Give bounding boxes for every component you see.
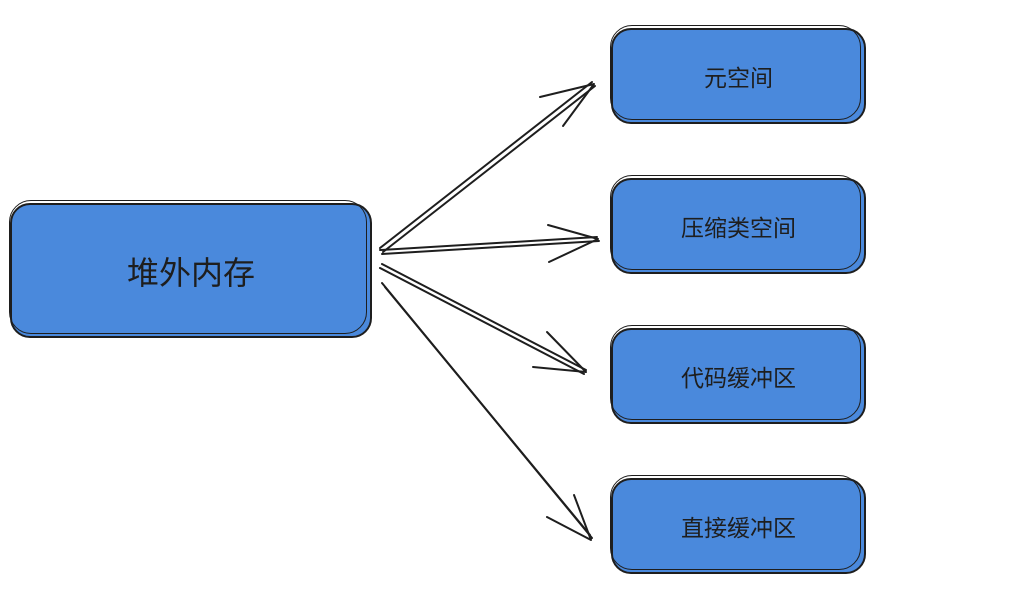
edge-root-to-direct-buffer (381, 282, 593, 541)
node-compressed-class-space[interactable]: 压缩类空间 (610, 175, 866, 274)
node-off-heap-memory[interactable]: 堆外内存 (9, 200, 372, 338)
node-direct-buffer[interactable]: 直接缓冲区 (610, 475, 866, 574)
edge-root-to-code-cache (379, 263, 587, 375)
node-compressed-class-space-label: 压缩类空间 (681, 216, 796, 242)
node-code-cache[interactable]: 代码缓冲区 (610, 325, 866, 424)
node-metaspace[interactable]: 元空间 (610, 25, 866, 124)
edge-root-to-compressed-class-space (379, 224, 600, 263)
node-direct-buffer-label: 直接缓冲区 (681, 516, 796, 542)
node-off-heap-memory-label: 堆外内存 (126, 253, 255, 292)
node-code-cache-label: 代码缓冲区 (681, 366, 796, 392)
edge-root-to-metaspace (379, 81, 596, 253)
node-metaspace-label: 元空间 (704, 66, 773, 92)
